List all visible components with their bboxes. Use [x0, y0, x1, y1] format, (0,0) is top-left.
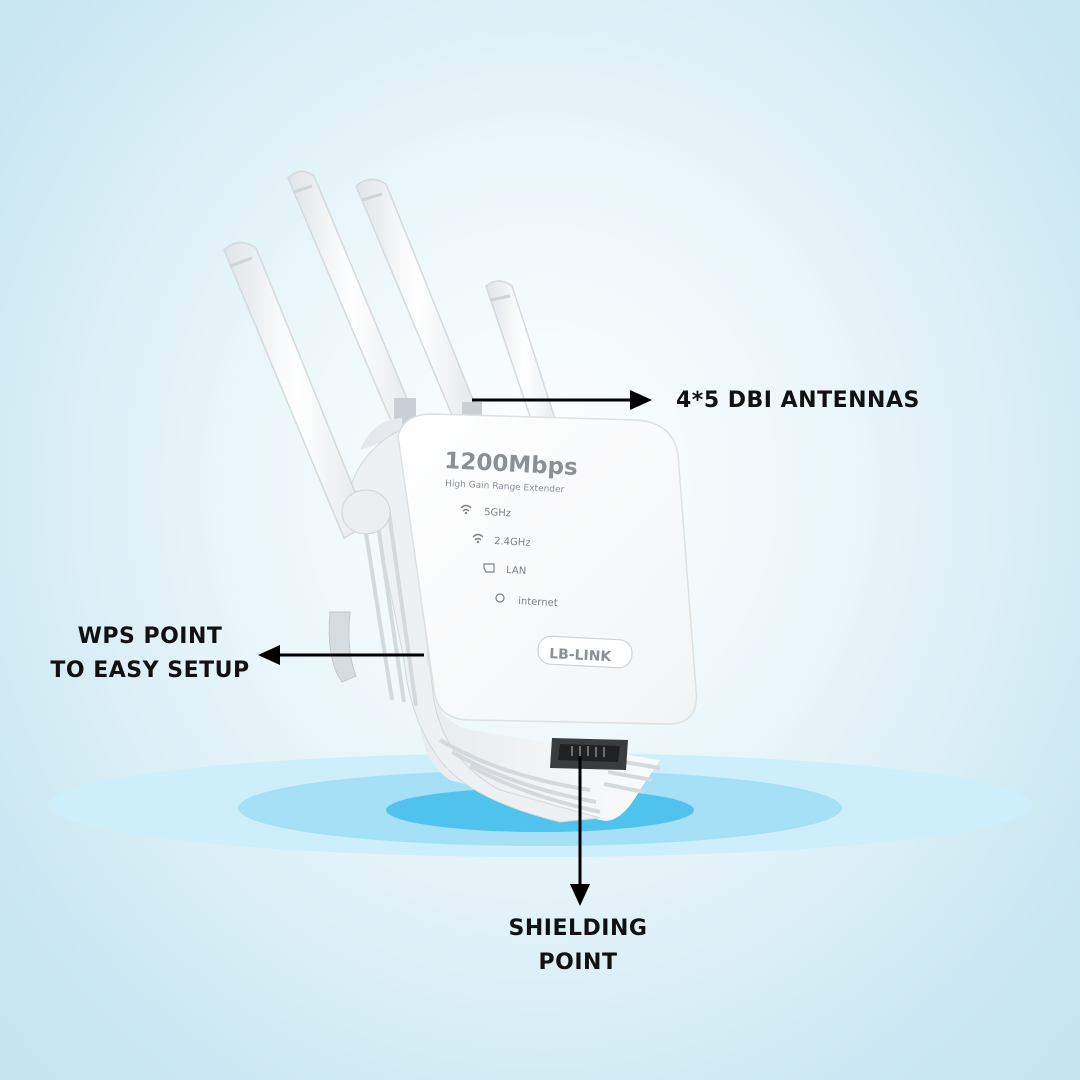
antenna-rear-left: [287, 170, 417, 429]
power-plug: [328, 611, 357, 683]
brand-logo: LB-LINK: [549, 646, 613, 665]
indicator-lan: LAN: [483, 563, 527, 577]
indicator-24ghz: 2.4GHz: [472, 533, 531, 549]
callout-shielding-line: SHIELDING: [508, 916, 648, 941]
arrow-antennas: [472, 390, 652, 410]
wifi-icon: [460, 504, 472, 512]
lan-icon: [483, 563, 495, 573]
antenna-center: [355, 178, 479, 421]
callout-wps-line: TO EASY SETUP: [50, 658, 250, 683]
callout-wps-line: WPS POINT: [77, 624, 223, 649]
indicator-label: 5GHz: [484, 507, 511, 519]
ethernet-port[interactable]: [550, 738, 628, 770]
callout-wps: WPS POINT TO EASY SETUP: [40, 620, 260, 688]
indicator-label: LAN: [506, 565, 527, 577]
callout-shielding: SHIELDING POINT: [498, 912, 658, 980]
callout-shielding-line: POINT: [538, 950, 618, 975]
arrow-wps: [258, 645, 424, 665]
indicator-internet: internet: [495, 593, 558, 609]
arrow-shielding: [570, 756, 590, 906]
antenna-mount: [394, 398, 416, 424]
callout-antennas: 4*5 DBI ANTENNAS: [676, 388, 920, 413]
indicator-label: 2.4GHz: [494, 536, 531, 549]
indicator-label: internet: [518, 596, 558, 609]
globe-icon: [495, 593, 505, 603]
brand-badge: LB-LINK: [537, 635, 633, 669]
wifi-icon: [472, 533, 484, 541]
indicator-5ghz: 5GHz: [460, 504, 511, 519]
antenna-rear-right: [485, 280, 563, 447]
antenna-front-left: [223, 241, 391, 540]
extender-side-body: [349, 418, 661, 823]
